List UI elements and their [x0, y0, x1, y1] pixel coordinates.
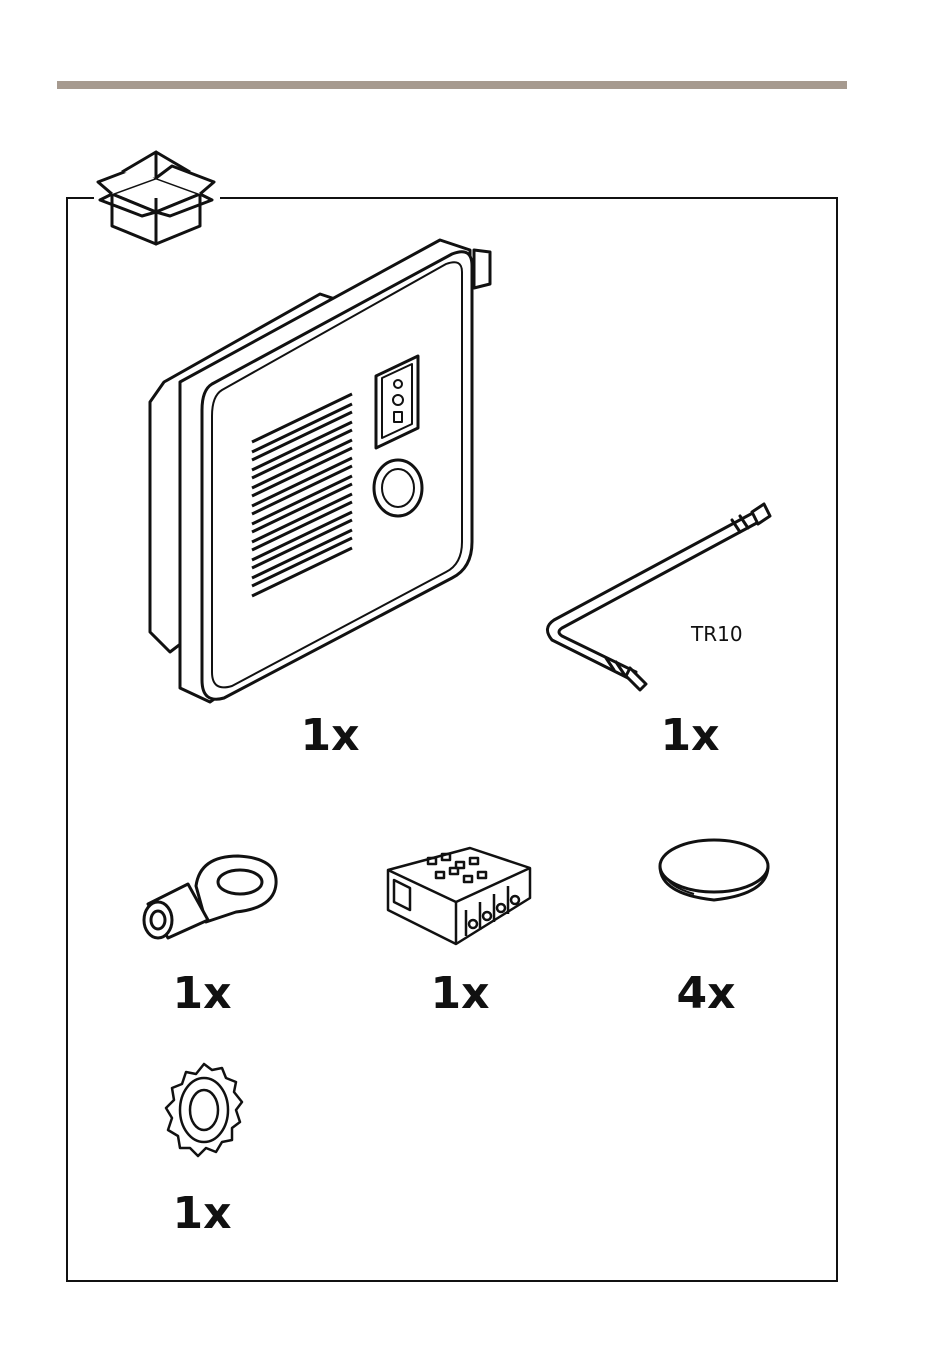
terminal-connector-illustration: [380, 840, 536, 952]
blanking-plug-quantity: 4x: [646, 972, 766, 1016]
torx-size-label: TR10: [691, 622, 743, 646]
serrated-washer-illustration: [164, 1060, 244, 1164]
terminal-connector-quantity: 1x: [400, 972, 520, 1016]
cable-lug-quantity: 1x: [142, 972, 262, 1016]
open-box-icon: [94, 142, 220, 246]
header-rule: [57, 81, 847, 89]
blanking-plug-illustration: [654, 836, 774, 906]
intercom-quantity: 1x: [270, 714, 390, 758]
torx-key-quantity: 1x: [630, 714, 750, 758]
ring-cable-lug-illustration: [136, 848, 284, 944]
intercom-unit-illustration: [140, 232, 500, 708]
serrated-washer-quantity: 1x: [142, 1192, 262, 1236]
torx-key-illustration: [540, 498, 776, 704]
